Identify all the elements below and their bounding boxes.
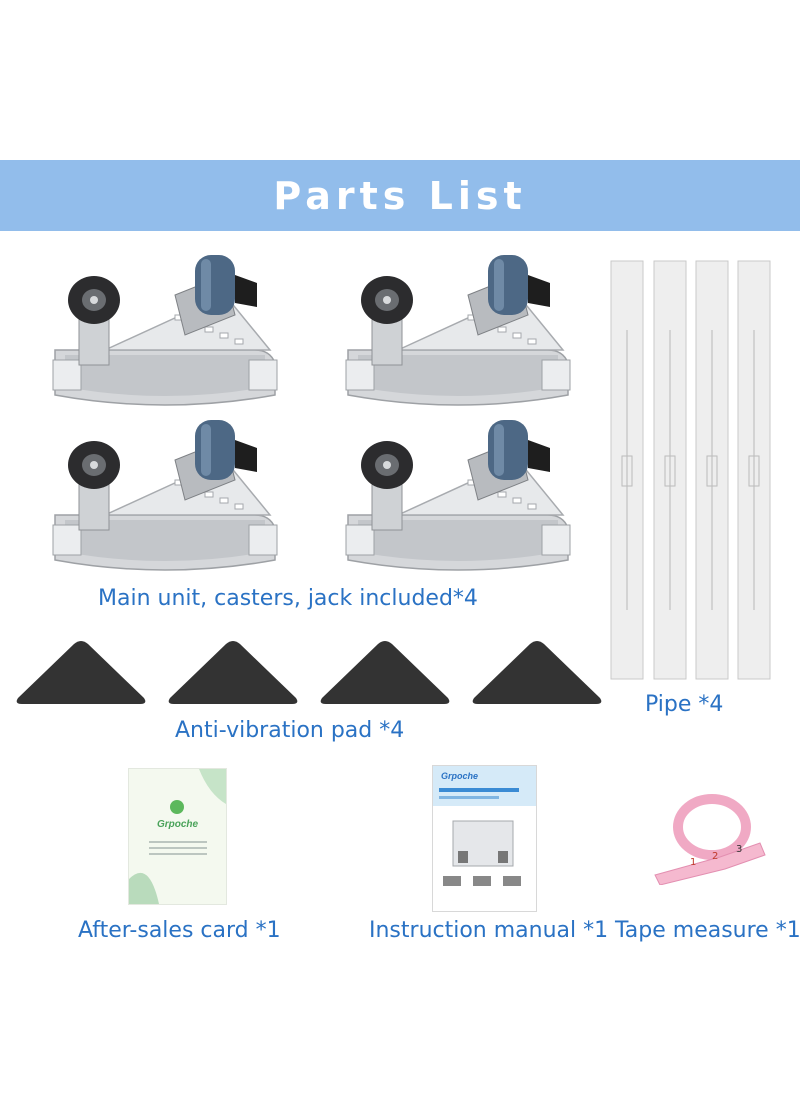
main-unit-image (52, 420, 278, 571)
card-brand: Grpoche (156, 819, 199, 830)
parts-list-banner: Parts List (0, 160, 800, 231)
pipe-image (737, 260, 771, 680)
pipe-image (653, 260, 687, 680)
pad-icon (320, 641, 450, 704)
pad-icon (168, 641, 298, 704)
after-sales-card-image: Grpoche (128, 768, 227, 905)
pipe-image (695, 260, 729, 680)
card-caption: After-sales card *1 (78, 918, 281, 943)
main-unit-image (345, 420, 571, 571)
pad-icon (16, 641, 146, 704)
svg-text:3: 3 (736, 844, 742, 855)
tape-caption: Tape measure *1 (615, 918, 800, 943)
manual-caption: Instruction manual *1 (369, 918, 609, 943)
page-title: Parts List (273, 173, 527, 218)
pad-icon (472, 641, 602, 704)
pipe-caption: Pipe *4 (645, 692, 724, 717)
manual-brand: Grpoche (441, 771, 479, 781)
pad-caption: Anti-vibration pad *4 (175, 718, 405, 743)
main-unit-caption: Main unit, casters, jack included*4 (98, 586, 478, 611)
manual-image: Grpoche (432, 765, 537, 912)
svg-text:1: 1 (690, 857, 696, 868)
svg-text:2: 2 (712, 851, 718, 862)
tape-measure-image: 1 2 3 (654, 794, 766, 885)
main-unit-image (345, 255, 571, 406)
pipe-image (610, 260, 644, 680)
main-unit-image (52, 255, 278, 406)
